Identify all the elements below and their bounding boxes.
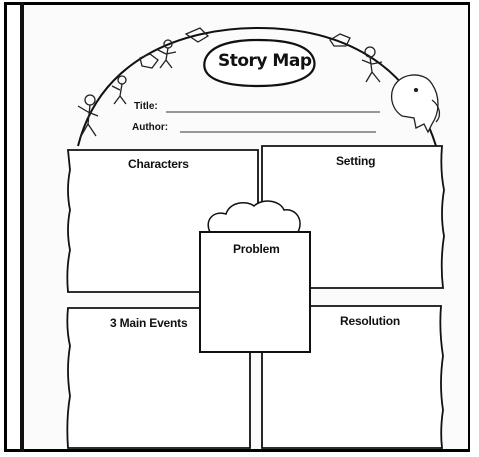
problem-cloud: [207, 200, 301, 233]
resolution-label: Resolution: [340, 314, 400, 328]
setting-label: Setting: [336, 154, 376, 168]
title-field-label: Title:: [134, 101, 158, 112]
left-margin-bar: [20, 2, 24, 452]
events-label: 3 Main Events: [110, 316, 188, 330]
problem-box: [199, 231, 311, 353]
worksheet-title: Story Map: [218, 51, 312, 71]
title-bubble: [203, 38, 316, 88]
doodle-figures: [77, 27, 441, 139]
characters-label: Characters: [128, 157, 189, 171]
problem-label: Problem: [233, 242, 280, 256]
author-field-label: Author:: [132, 122, 169, 133]
